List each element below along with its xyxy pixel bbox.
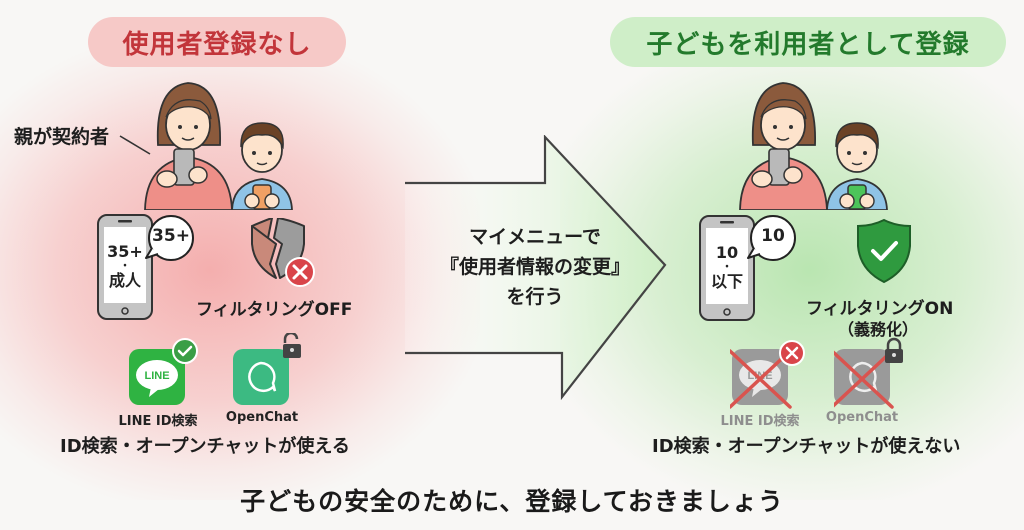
line-id-search-label-right: LINE ID検索 bbox=[720, 414, 800, 429]
line-id-search-label-left: LINE ID検索 bbox=[118, 414, 198, 429]
age-bubble-text: 35+ bbox=[152, 226, 190, 246]
line-app-icon-left: LINE bbox=[127, 338, 198, 407]
openchat-icon bbox=[834, 349, 894, 409]
age-dot: ・ bbox=[722, 261, 732, 273]
broken-shield-icon bbox=[251, 218, 315, 287]
footer-message: 子どもの安全のために、登録しておきましょう bbox=[240, 487, 784, 516]
parent-contractor-label: 親が契約者 bbox=[14, 126, 110, 148]
age-rating-text: 35+ bbox=[107, 242, 143, 261]
age-under-text: 以下 bbox=[710, 271, 743, 291]
instruction-line-3: を行う bbox=[506, 286, 564, 308]
phone-icon bbox=[97, 214, 153, 320]
big-right-arrow bbox=[405, 135, 667, 400]
age-setting-phone-right: 10 ・ 以下 bbox=[698, 214, 756, 322]
age-bubble-left: 35+ bbox=[144, 214, 196, 266]
filter-on-label: フィルタリングON bbox=[806, 299, 954, 319]
phone-icon bbox=[699, 215, 755, 321]
age-bubble-text: 10 bbox=[761, 226, 785, 246]
line-icon: LINE bbox=[129, 349, 185, 405]
openchat-app-icon-left bbox=[233, 333, 303, 407]
svg-text:LINE: LINE bbox=[144, 370, 169, 382]
filter-off-label: フィルタリングOFF bbox=[196, 300, 353, 320]
instruction-line-2: 『使用者情報の変更』 bbox=[439, 256, 630, 278]
right-title-pill: 子どもを利用者として登録 bbox=[610, 17, 1006, 67]
shield-check-icon bbox=[857, 218, 911, 284]
age-adult-text: 成人 bbox=[108, 270, 141, 290]
speech-bubble-icon bbox=[145, 215, 194, 261]
line-app-icon-blocked: LINE bbox=[730, 340, 805, 409]
instruction-line-1: マイメニューで bbox=[469, 226, 601, 248]
locked-padlock-icon bbox=[885, 337, 903, 363]
parent-and-child-illustration-left bbox=[144, 82, 293, 210]
filter-mandatory-label: （義務化） bbox=[838, 320, 919, 339]
age-bubble-right: 10 bbox=[746, 214, 798, 266]
openchat-icon bbox=[233, 349, 289, 405]
right-summary: ID検索・オープンチャットが使えない bbox=[652, 436, 961, 457]
openchat-label-right: OpenChat bbox=[825, 410, 899, 425]
openchat-label-left: OpenChat bbox=[225, 410, 299, 425]
age-dot: ・ bbox=[120, 260, 130, 272]
speech-bubble-icon bbox=[747, 215, 796, 261]
openchat-app-icon-blocked bbox=[834, 337, 906, 409]
check-badge-icon bbox=[172, 338, 198, 364]
left-background-glow bbox=[0, 40, 480, 500]
cross-out-mark bbox=[834, 349, 894, 409]
unlocked-padlock-icon bbox=[283, 333, 301, 358]
arrow-instruction: マイメニューで 『使用者情報の変更』 を行う bbox=[405, 222, 665, 312]
pointer-line bbox=[119, 135, 151, 155]
parent-and-child-illustration-right bbox=[739, 82, 888, 210]
left-title: 使用者登録なし bbox=[122, 29, 312, 60]
age-setting-phone-left: 35+ ・ 成人 bbox=[96, 213, 154, 321]
left-title-pill: 使用者登録なし bbox=[88, 17, 346, 67]
right-title: 子どもを利用者として登録 bbox=[646, 29, 970, 60]
left-summary: ID検索・オープンチャットが使える bbox=[60, 436, 350, 457]
x-badge-icon bbox=[779, 340, 805, 366]
age-rating-text: 10 bbox=[715, 243, 739, 262]
